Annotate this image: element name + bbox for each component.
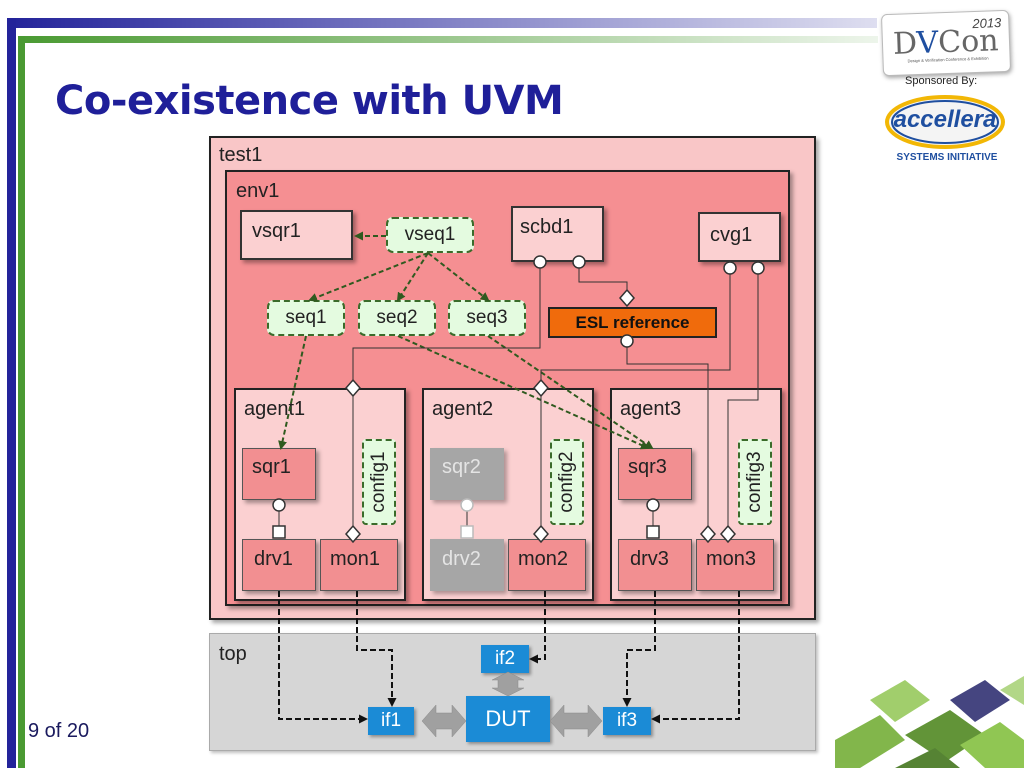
sponsored-by-label: Sponsored By:	[905, 75, 978, 87]
top-label: top	[219, 643, 247, 665]
slide-title: Co-existence with UVM	[55, 78, 564, 124]
drv1-label: drv1	[254, 548, 293, 570]
agent2-label: agent2	[432, 398, 494, 420]
seq1-box: seq1	[267, 300, 345, 336]
accellera-ellipse-icon	[885, 95, 1005, 149]
dvcon-year: 2013	[972, 15, 1002, 32]
config2-box: config2	[550, 439, 584, 525]
mon3-box	[696, 539, 774, 591]
seq2-box: seq2	[358, 300, 436, 336]
if1-box: if1	[368, 707, 414, 735]
drv3-label: drv3	[630, 548, 669, 570]
mon2-label: mon2	[518, 548, 569, 570]
if2-box: if2	[481, 645, 529, 673]
accellera-name: accellera	[893, 106, 997, 133]
sqr1-label: sqr1	[252, 456, 291, 478]
config2-label: config2	[556, 451, 577, 513]
agent1-label: agent1	[244, 398, 306, 420]
config3-label: config3	[744, 451, 765, 513]
accellera-subtitle: SYSTEMS INITIATIVE	[896, 152, 998, 163]
mon3-label: mon3	[706, 548, 757, 570]
mon1-label: mon1	[330, 548, 381, 570]
drv3-box	[618, 539, 692, 591]
sqr2-box	[430, 448, 504, 500]
scbd1-box	[511, 206, 604, 262]
dut-box: DUT	[466, 696, 550, 742]
sqr2-label: sqr2	[442, 456, 481, 478]
cvg1-box	[698, 212, 781, 262]
drv1-box	[242, 539, 316, 591]
sqr3-label: sqr3	[628, 456, 667, 478]
drv2-label: drv2	[442, 548, 481, 570]
mon1-box	[320, 539, 398, 591]
vsqr1-label: vsqr1	[252, 220, 301, 242]
if3-box: if3	[603, 707, 651, 735]
mon2-box	[508, 539, 586, 591]
scbd1-label: scbd1	[520, 216, 574, 238]
env1-label: env1	[236, 180, 280, 202]
drv2-box	[430, 539, 504, 591]
esl-reference-box: ESL reference	[548, 307, 717, 338]
corner-tiles-decoration	[835, 676, 1024, 768]
config3-box: config3	[738, 439, 772, 525]
cvg1-label: cvg1	[710, 224, 753, 246]
agent3-label: agent3	[620, 398, 682, 420]
test1-label: test1	[219, 144, 263, 166]
config1-label: config1	[368, 451, 389, 513]
seq3-box: seq3	[448, 300, 526, 336]
vsqr1-box	[240, 210, 353, 260]
accellera-logo: accellera	[883, 94, 1007, 150]
dvcon-logo: DVCon 2013 Design & Verification Confere…	[880, 9, 1012, 77]
page-number: 9 of 20	[28, 720, 90, 742]
config1-box: config1	[362, 439, 396, 525]
vseq1-box: vseq1	[386, 217, 474, 253]
